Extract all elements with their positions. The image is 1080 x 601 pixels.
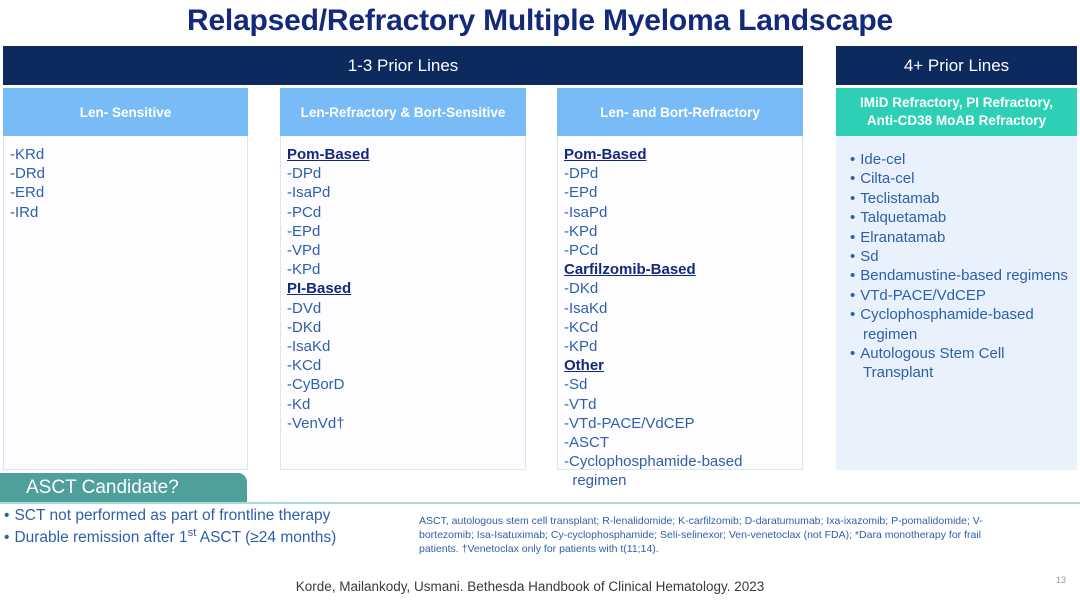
regimen-item: -PCd	[287, 203, 322, 221]
column-body: -KRd -DRd-ERd-IRd	[3, 136, 248, 470]
regimen-item: -ASCT	[564, 434, 609, 452]
regimen-item: -DPd	[564, 165, 599, 183]
regimen-item: -IRd	[10, 203, 39, 221]
regimen-item: -PCd	[564, 242, 599, 260]
column-len-and-bort-refractory: Len- and Bort-Refractory Pom-Based -DPd-E…	[557, 88, 803, 489]
band-right-label: 4+ Prior Lines	[903, 55, 1010, 75]
regimen-item: -IsaKd	[287, 338, 331, 356]
regimen-item: -Kd	[287, 395, 311, 413]
regimen-item: -VPd	[287, 242, 321, 260]
regimen-group-heading: Carfilzomib-Based	[564, 261, 696, 279]
regimen-item: -DVd	[287, 299, 322, 317]
column4-header-line1: IMiD Refractory, PI Refractory,	[859, 95, 1054, 110]
citation-line: Korde, Mailankody, Usmani. Bethesda Hand…	[295, 579, 765, 594]
asct-candidate-banner: ASCT Candidate?	[0, 473, 247, 503]
column4-header: IMiD Refractory, PI Refractory, Anti-CD3…	[836, 88, 1077, 136]
regimen-group-heading: Pom-Based	[287, 146, 370, 163]
regimen-group-heading: Pom-Based	[564, 146, 647, 163]
asct-criteria-list: SCT not performed as part of frontline t…	[4, 505, 404, 549]
column-header: Len- Sensitive	[3, 88, 248, 136]
column-len-sensitive: Len- Sensitive -KRd -DRd-ERd-IRd	[3, 88, 248, 470]
page-title: Relapsed/Refractory Multiple Myeloma Lan…	[186, 4, 893, 37]
therapy-item: Ide-cel	[850, 150, 1069, 169]
footnote-abbreviations: ASCT, autologous stem cell transplant; R…	[419, 515, 983, 555]
asct-criterion: Durable remission after 1st ASCT (≥24 mo…	[4, 527, 404, 549]
therapy-item: Autologous Stem Cell Transplant	[850, 344, 1069, 383]
regimen-item: -Sd	[564, 376, 588, 394]
regimen-group-heading: PI-Based	[287, 280, 352, 298]
band-4-plus-prior-lines: 4+ Prior Lines	[836, 46, 1077, 85]
regimen-item: -KCd	[564, 318, 599, 336]
column-len-refractory-bort-sensitive: Len-Refractory & Bort-Sensitive Pom-Base…	[280, 88, 526, 470]
therapy-item: Sd	[850, 247, 1069, 266]
column-header: Len-Refractory & Bort-Sensitive	[280, 88, 526, 136]
therapy-item: Bendamustine-based regimens	[850, 266, 1069, 285]
regimen-item: -IsaKd	[564, 299, 608, 317]
regimen-item: -Cyclophosphamide-based regimen	[564, 453, 743, 490]
band-left-label: 1-3 Prior Lines	[347, 55, 459, 75]
regimen-item: -DRd	[10, 165, 46, 183]
regimen-item: -DPd	[287, 165, 322, 183]
regimen-item: -KCd	[287, 357, 322, 375]
regimen-item: -KRd	[10, 146, 45, 163]
therapy-item: Elranatamab	[850, 228, 1069, 247]
column4-body: Ide-celCilta-celTeclistamabTalquetamabEl…	[836, 136, 1077, 470]
therapy-item: Talquetamab	[850, 208, 1069, 227]
therapy-item: Teclistamab	[850, 189, 1069, 208]
regimen-group-heading: Other	[564, 357, 605, 375]
regimen-item: -VenVd†	[287, 414, 345, 432]
column-imid-pi-cd38-refractory: IMiD Refractory, PI Refractory, Anti-CD3…	[836, 88, 1077, 470]
therapy-item: Cilta-cel	[850, 169, 1069, 188]
regimen-item: -KPd	[564, 338, 598, 356]
column4-header-line2: Anti-CD38 MoAB Refractory	[866, 113, 1047, 128]
regimen-item: -ERd	[10, 184, 45, 202]
column-header: Len- and Bort-Refractory	[557, 88, 803, 136]
regimen-item: -KPd	[564, 222, 598, 240]
horizontal-divider	[0, 502, 1080, 504]
asct-banner-label: ASCT Candidate?	[26, 477, 179, 498]
regimen-item: -DKd	[564, 280, 599, 298]
regimen-item: -EPd	[287, 222, 321, 240]
regimen-item: -KPd	[287, 261, 321, 279]
regimen-item: -VTd	[564, 395, 597, 413]
therapy-item: VTd-PACE/VdCEP	[850, 286, 1069, 305]
regimen-item: -IsaPd	[564, 203, 608, 221]
regimen-item: -DKd	[287, 318, 322, 336]
regimen-item: -VTd-PACE/VdCEP	[564, 414, 695, 432]
regimen-item: -EPd	[564, 184, 598, 202]
regimen-item: -CyBorD	[287, 376, 345, 394]
therapy-item: Cyclophosphamide-based regimen	[850, 305, 1069, 344]
asct-criterion: SCT not performed as part of frontline t…	[4, 505, 404, 527]
regimen-item: -IsaPd	[287, 184, 331, 202]
band-1-3-prior-lines: 1-3 Prior Lines	[3, 46, 803, 85]
page-number: 13	[1055, 575, 1066, 585]
